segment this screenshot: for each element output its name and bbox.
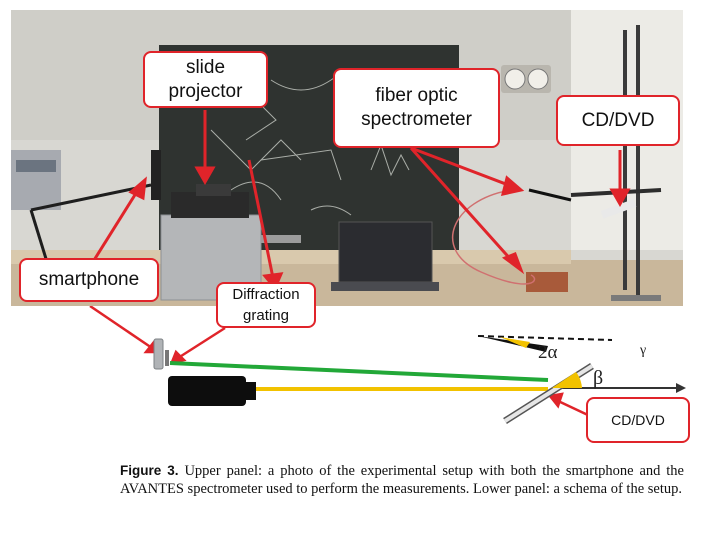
smartphone-arrow [89,304,153,350]
figure-caption: Figure 3. Upper panel: a photo of the ex… [120,462,684,498]
cd-dvd-photo-label: CD/DVD [556,95,680,146]
smartphone-text: smartphone [38,269,140,290]
slide-projector-label: slide projector [143,51,268,108]
projector-shape [168,376,246,406]
grating-arrow [177,326,226,360]
diffraction-grating-label: Diffraction grating [216,282,316,328]
slide-projector-text: slide projector [168,56,243,102]
angle-2alpha: 2α [538,342,558,363]
cd-dvd-arrow [555,398,591,418]
diffraction-grating-text: Diffraction grating [232,286,300,324]
cd-dvd-schema-label: CD/DVD [586,397,690,443]
fiber-optic-spectrometer-label: fiber optic spectrometer [333,68,500,148]
cd-dvd-photo-text: CD/DVD [581,109,655,131]
fiber-optic-spectrometer-text: fiber optic spectrometer [361,85,472,130]
angle-beta: β [593,367,603,389]
caption-label: Figure 3. [120,463,179,478]
caption-text: Upper panel: a photo of the experimental… [120,463,684,497]
grating-shape [165,350,169,366]
smartphone-shape [153,338,164,370]
angle-gamma: γ [639,343,646,358]
smartphone-label: smartphone [19,258,159,302]
cd-dvd-schema-text: CD/DVD [611,412,665,428]
green-beam [169,361,549,382]
reflected-arm [478,336,548,352]
setup-schema: 2α γ β [0,304,704,446]
